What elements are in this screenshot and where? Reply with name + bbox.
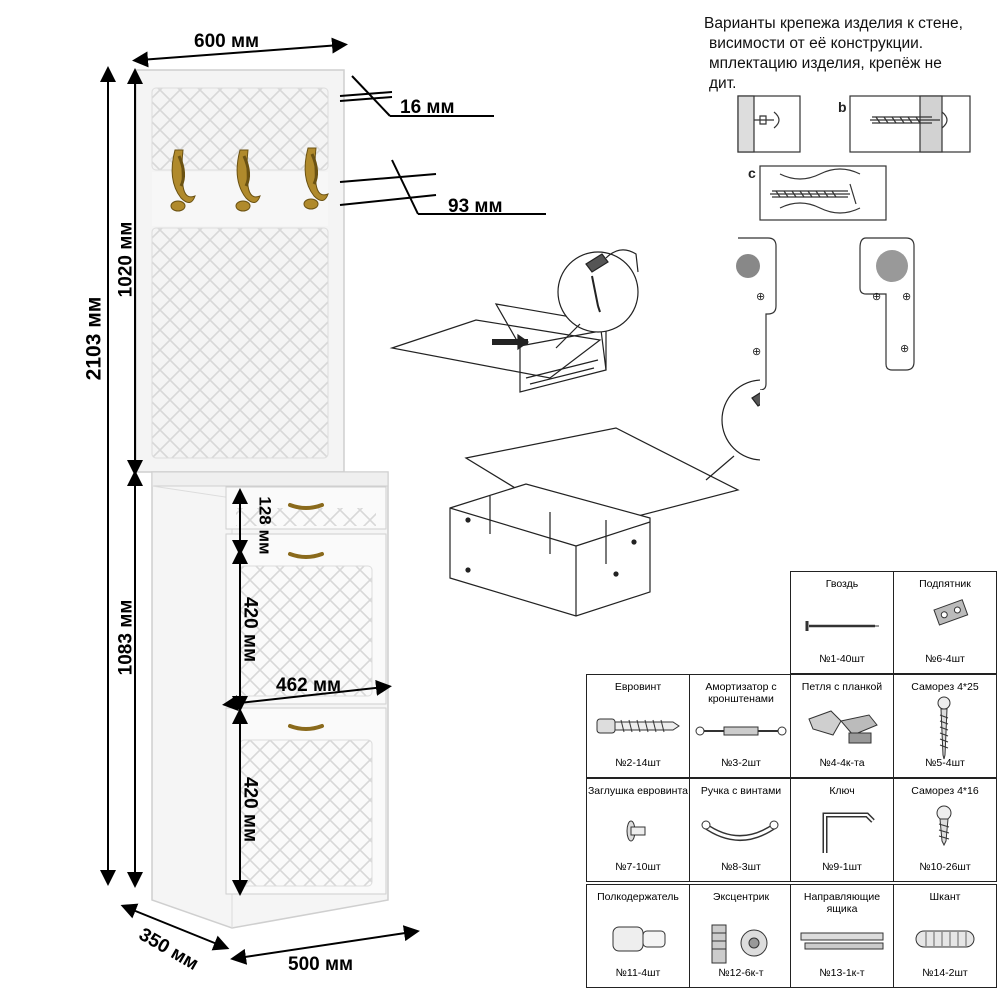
- part-cell: Ручка с винтами №8-3шт: [689, 778, 793, 882]
- part-cell: Эксцентрик №12-6к-т: [689, 884, 793, 988]
- part-qty: №1-40шт: [819, 653, 865, 665]
- part-cell: Гвоздь №1-40шт: [790, 571, 894, 674]
- hinge-icon: [808, 710, 878, 744]
- svg-text:⊕: ⊕: [872, 291, 881, 303]
- part-name: Саморез 4*16: [911, 785, 979, 797]
- part-cell: Евровинт №2-14шт: [586, 674, 690, 778]
- cam-lock-icon: [711, 924, 768, 964]
- dim-door1-height: 420 мм: [239, 596, 261, 663]
- part-name: Направляющие ящика: [803, 891, 881, 915]
- part-cell: Заглушка евровинта №7-10шт: [586, 778, 690, 882]
- part-qty: №11-4шт: [615, 967, 661, 979]
- shelf-support-icon: [612, 926, 666, 952]
- mounting-options-diagram: ⊕ ⊕ ⊕ ⊕ ⊕ b c: [736, 95, 971, 390]
- svg-text:⊕: ⊕: [900, 343, 909, 355]
- dim-cabinet-height: 1083 мм: [115, 599, 137, 676]
- dim-hook-offset: 93 мм: [448, 196, 503, 217]
- part-qty: №2-14шт: [615, 757, 661, 769]
- handle-icon: [701, 820, 779, 841]
- part-qty: №7-10шт: [615, 861, 661, 873]
- svg-text:⊕: ⊕: [752, 346, 761, 358]
- dim-panel-height: 1020 мм: [115, 221, 137, 298]
- dim-drawer-height: 128 мм: [255, 496, 275, 555]
- nail-icon: [805, 621, 879, 631]
- part-name: Ручка с винтами: [700, 785, 782, 797]
- part-cell: Амортизатор с кронштенами №3-2шт: [689, 674, 793, 778]
- part-name: Полкодержатель: [597, 891, 679, 903]
- assembly-illustrations: [389, 249, 760, 617]
- part-name: Заглушка евровинта: [587, 785, 689, 797]
- drawer-slide-icon: [800, 932, 884, 950]
- wall-panel: [135, 69, 345, 473]
- hex-key-icon: [822, 812, 875, 853]
- dim-panel-depth: 16 мм: [400, 97, 455, 118]
- note-line: мплектацию изделия, крепёж не: [709, 55, 942, 72]
- dim-total-height: 2103 мм: [82, 296, 106, 381]
- part-qty: №9-1шт: [822, 861, 862, 873]
- furniture-drawing: [100, 37, 546, 965]
- part-qty: №4-4к-та: [819, 757, 865, 769]
- part-qty: №5-4шт: [925, 757, 965, 769]
- part-cell: Шкант №14-2шт: [893, 884, 997, 988]
- part-name: Саморез 4*25: [911, 681, 979, 693]
- part-name: Шкант: [929, 891, 961, 903]
- note-line: висимости от её конструкции.: [709, 35, 924, 52]
- part-name: Евровинт: [614, 681, 662, 693]
- part-name: Петля с планкой: [801, 681, 883, 693]
- screw-cap-icon: [626, 820, 646, 842]
- coat-hooks: [170, 147, 329, 212]
- part-qty: №10-26шт: [919, 861, 971, 873]
- part-name: Ключ: [829, 785, 855, 797]
- part-name: Подпятник: [919, 578, 971, 590]
- option-c-label: c: [748, 165, 756, 181]
- dim-top-width: 600 мм: [194, 31, 260, 52]
- part-name: Эксцентрик: [712, 891, 770, 903]
- euro-screw-icon: [596, 718, 680, 734]
- part-cell: Подпятник №6-4шт: [893, 571, 997, 674]
- foot-pad-icon: [933, 599, 969, 626]
- part-cell: Петля с планкой №4-4к-та: [790, 674, 894, 778]
- part-name: Амортизатор с кронштенами: [705, 681, 777, 705]
- dowel-icon: [915, 930, 975, 948]
- part-cell: Ключ №9-1шт: [790, 778, 894, 882]
- screw-short-icon: [936, 805, 952, 847]
- option-b-label: b: [838, 99, 847, 115]
- part-qty: №3-2шт: [721, 757, 761, 769]
- part-cell: Саморез 4*25 №5-4шт: [893, 674, 997, 778]
- part-cell: Полкодержатель №11-4шт: [586, 884, 690, 988]
- svg-text:⊕: ⊕: [902, 291, 911, 303]
- part-cell: Направляющие ящика №13-1к-т: [790, 884, 894, 988]
- note-line: Варианты крепежа изделия к стене,: [704, 15, 963, 32]
- mounting-notes: Варианты крепежа изделия к стене, висимо…: [704, 14, 994, 94]
- part-qty: №6-4шт: [925, 653, 965, 665]
- part-qty: №8-3шт: [721, 861, 761, 873]
- part-cell: Саморез 4*16 №10-26шт: [893, 778, 997, 882]
- part-qty: №12-6к-т: [718, 967, 764, 979]
- dim-bottom-width: 500 мм: [288, 954, 354, 975]
- note-line: дит.: [709, 75, 737, 92]
- dim-inner-width: 462 мм: [276, 675, 342, 696]
- part-qty: №14-2шт: [922, 967, 968, 979]
- part-qty: №13-1к-т: [819, 967, 865, 979]
- dim-door2-height: 420 мм: [239, 776, 261, 843]
- part-name: Гвоздь: [825, 578, 859, 590]
- gas-spring-icon: [695, 726, 787, 736]
- screw-long-icon: [937, 696, 951, 760]
- svg-text:⊕: ⊕: [756, 291, 765, 303]
